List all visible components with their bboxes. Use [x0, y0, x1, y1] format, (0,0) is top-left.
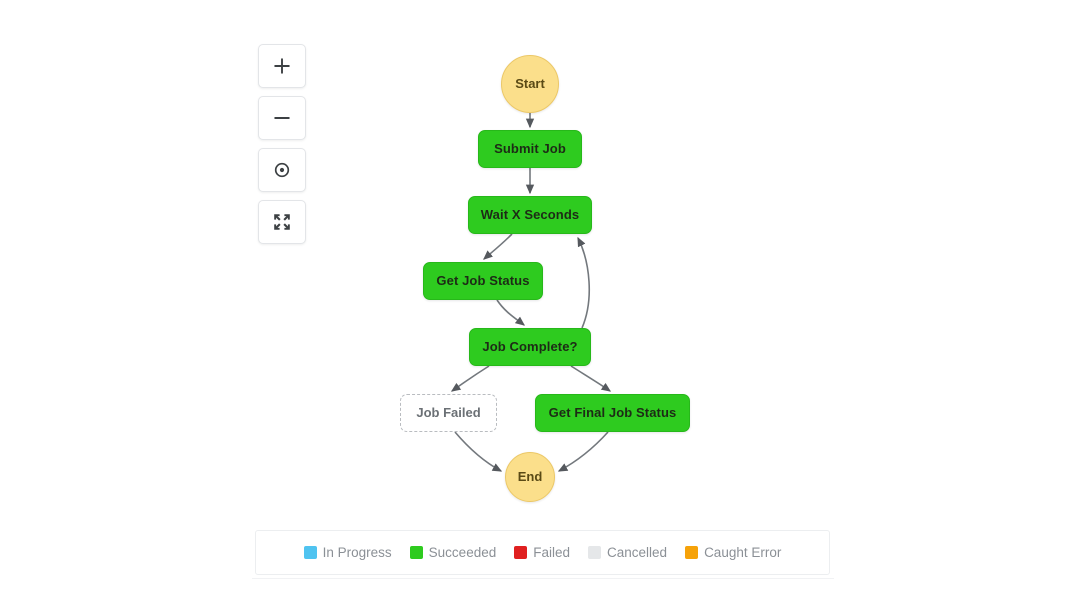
state-machine-graph-canvas[interactable]: Start Submit Job Wait X Seconds Get Job … — [0, 0, 1080, 520]
legend-label: Succeeded — [428, 545, 497, 560]
edge-wait-to-get-job-status — [483, 233, 513, 260]
graph-node-label: Job Failed — [416, 404, 481, 420]
graph-node-job-complete[interactable]: Job Complete? — [469, 328, 591, 366]
graph-node-wait-x-seconds[interactable]: Wait X Seconds — [468, 196, 592, 234]
graph-node-label: Start — [515, 75, 545, 91]
graph-node-label: Submit Job — [494, 140, 566, 156]
legend-label: Cancelled — [607, 545, 668, 560]
graph-edges-layer — [450, 113, 612, 472]
graph-node-label: Get Job Status — [436, 272, 530, 288]
graph-node-label: Get Final Job Status — [548, 404, 677, 420]
center-graph-button[interactable] — [258, 148, 306, 192]
fullscreen-button[interactable] — [258, 200, 306, 244]
center-target-icon — [272, 160, 292, 180]
graph-node-label: End — [517, 468, 543, 484]
minus-icon — [272, 108, 292, 128]
edge-job-failed-to-end — [454, 431, 503, 472]
legend-item-in-progress: In Progress — [303, 545, 392, 560]
edge-get-final-status-to-end — [557, 431, 609, 472]
legend-item-caught-error: Caught Error — [685, 545, 781, 560]
zoom-out-button[interactable] — [258, 96, 306, 140]
graph-node-get-job-status[interactable]: Get Job Status — [423, 262, 543, 300]
edge-get-job-status-to-job-complete — [496, 299, 526, 326]
graph-node-label: Wait X Seconds — [480, 206, 580, 222]
legend-swatch-succeeded — [409, 546, 423, 559]
legend-swatch-caught-error — [685, 546, 699, 559]
legend-label: In Progress — [322, 545, 392, 560]
graph-node-submit-job[interactable]: Submit Job — [478, 130, 582, 168]
edge-job-complete-to-get-final-status — [570, 365, 612, 392]
legend-item-succeeded: Succeeded — [409, 545, 497, 560]
legend-swatch-failed — [514, 546, 528, 559]
edge-job-complete-to-wait-loop — [577, 236, 591, 329]
legend-label: Caught Error — [704, 545, 782, 560]
graph-node-start[interactable]: Start — [501, 55, 559, 113]
section-divider — [252, 578, 834, 579]
graph-node-end[interactable]: End — [505, 452, 555, 502]
fullscreen-expand-icon — [272, 212, 292, 232]
graph-node-label: Job Complete? — [482, 338, 578, 354]
status-legend: In Progress Succeeded Failed Cancelled C… — [255, 530, 830, 575]
graph-node-get-final-job-status[interactable]: Get Final Job Status — [535, 394, 690, 432]
plus-icon — [272, 56, 292, 76]
legend-label: Failed — [533, 545, 571, 560]
legend-item-cancelled: Cancelled — [588, 545, 667, 560]
zoom-in-button[interactable] — [258, 44, 306, 88]
graph-zoom-controls — [258, 44, 306, 244]
legend-swatch-cancelled — [588, 546, 602, 559]
legend-swatch-in-progress — [303, 546, 317, 559]
edge-job-complete-to-job-failed — [450, 365, 490, 392]
graph-node-job-failed[interactable]: Job Failed — [400, 394, 497, 432]
legend-item-failed: Failed — [514, 545, 570, 560]
